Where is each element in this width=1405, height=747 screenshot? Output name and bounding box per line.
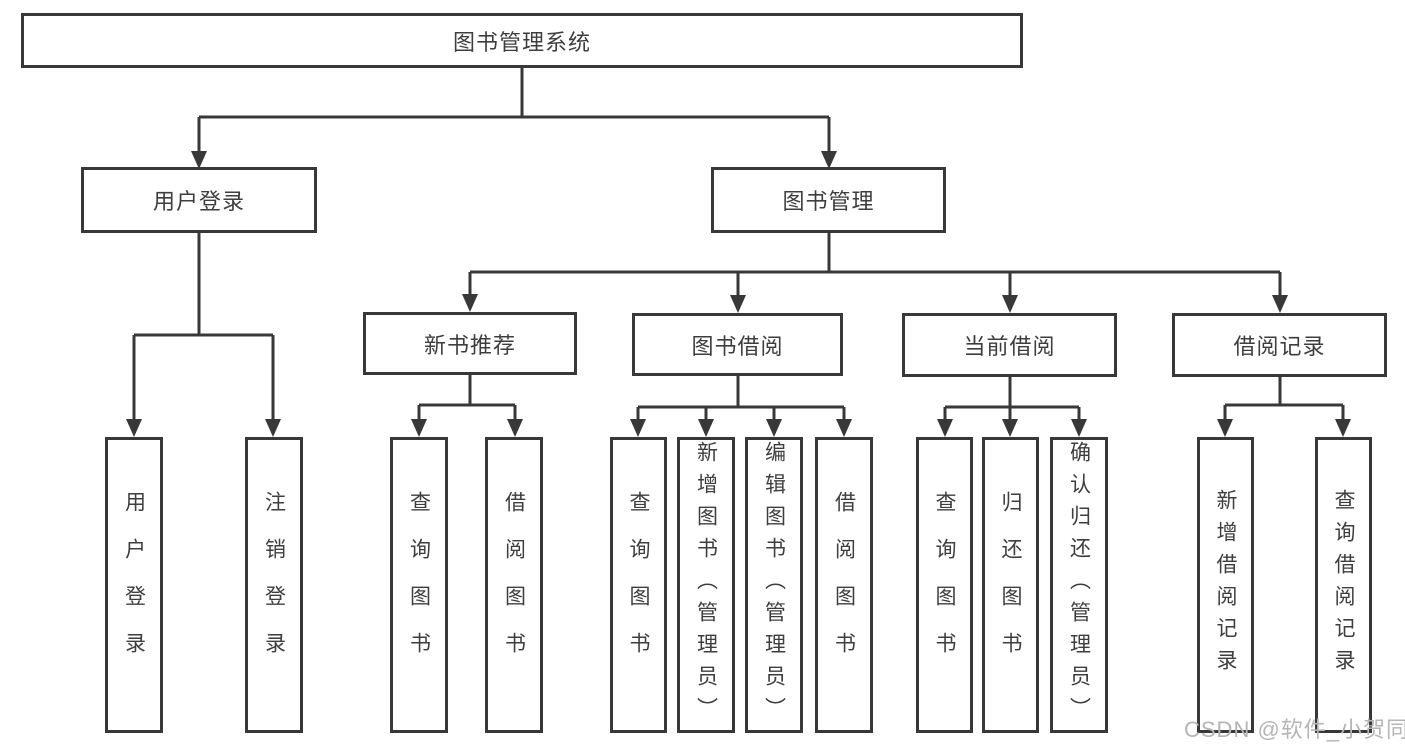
node-label: 查询借阅记录 [1332,489,1355,681]
leaf-add-borrow-record: 新增借阅记录 [1197,437,1254,733]
node-label: 借阅图书 [832,491,856,679]
node-label: 查询图书 [933,491,956,679]
node-label: 用户登录 [122,491,146,679]
leaf-query-borrow-record: 查询借阅记录 [1315,437,1372,733]
node-current-borrow: 当前借阅 [902,313,1117,377]
leaf-add-book-admin: 新增图书（管理员） [677,437,735,733]
node-label: 借阅记录 [1233,334,1326,359]
node-label: 查询图书 [407,491,431,679]
node-borrow-records: 借阅记录 [1172,313,1387,377]
leaf-query-books-recommend: 查询图书 [390,437,448,733]
node-label: 编辑图书（管理员） [762,441,786,729]
node-label: 确认归还（管理员） [1067,441,1091,729]
node-label: 新书推荐 [423,332,516,358]
node-label: 图书管理系统 [452,29,591,55]
node-user-login: 用户登录 [81,167,317,233]
node-label: 用户登录 [152,189,245,214]
leaf-return-book: 归还图书 [982,437,1039,733]
node-label: 新增借阅记录 [1214,489,1237,681]
node-label: 图书借阅 [691,333,784,359]
node-label: 图书管理 [782,189,875,214]
node-new-book-recommend: 新书推荐 [363,312,577,375]
node-label: 归还图书 [999,491,1022,679]
leaf-user-login: 用户登录 [105,437,163,733]
node-label: 新增图书（管理员） [694,441,718,729]
leaf-borrow-books-recommend: 借阅图书 [485,437,543,733]
node-book-borrow: 图书借阅 [632,313,843,376]
leaf-query-books-current: 查询图书 [916,437,973,733]
leaf-logout-login: 注销登录 [245,437,303,733]
leaf-edit-book-admin: 编辑图书（管理员） [745,437,803,733]
node-label: 查询图书 [627,491,650,679]
node-label: 注销登录 [262,491,286,679]
node-book-management: 图书管理 [711,167,946,233]
leaf-query-books-borrow: 查询图书 [610,437,667,733]
node-library-management-system: 图书管理系统 [21,13,1023,68]
leaf-borrow-books-borrow: 借阅图书 [815,437,873,733]
node-label: 借阅图书 [502,491,526,679]
node-label: 当前借阅 [963,334,1056,359]
watermark-text: CSDN @软件_小贺同学 [1184,717,1405,742]
leaf-confirm-return-admin: 确认归还（管理员） [1050,437,1108,733]
